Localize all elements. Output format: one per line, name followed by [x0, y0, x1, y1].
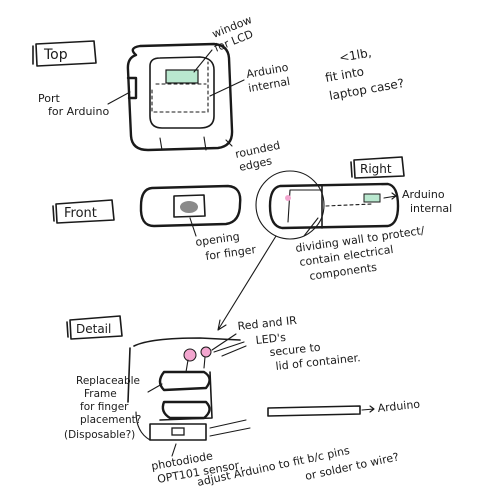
frame-label-5: (Disposable?)	[64, 429, 135, 441]
finger-opening-inner	[180, 201, 198, 213]
led-label-1: Red and IR	[237, 314, 298, 333]
front-title-box	[52, 199, 115, 224]
size-note-2: fit into	[324, 64, 365, 85]
front-body	[139, 184, 242, 228]
frame-label-3: for finger	[80, 401, 129, 413]
top-title: Top	[43, 47, 68, 63]
edges-leader	[225, 139, 233, 147]
port-label-2: for Arduino	[48, 105, 109, 118]
right-compartment	[287, 189, 323, 223]
right-title-box	[350, 156, 405, 179]
top-case-outline	[126, 42, 234, 152]
port-opening	[126, 76, 138, 100]
opening-label-1: opening	[195, 230, 241, 249]
led-leader	[211, 333, 237, 351]
port-label-1: Port	[38, 92, 60, 105]
detail-arduino-label: Arduino	[377, 398, 421, 415]
detail-lid	[127, 337, 241, 403]
right-arduino-arrow	[383, 192, 397, 200]
led-label-3: secure to	[269, 341, 321, 359]
led-wires	[185, 356, 206, 373]
photodiode-box	[149, 423, 207, 441]
frame-label-1: Replaceable	[76, 375, 140, 387]
detail-title-box	[66, 315, 123, 340]
top-view: Top window for LCD Arduino internal Port…	[32, 13, 291, 174]
led-label-2: LED's	[255, 331, 287, 347]
front-title: Front	[64, 206, 97, 221]
top-bottom-ticks	[159, 136, 207, 151]
red-led	[183, 348, 197, 362]
finger-frame-side	[159, 371, 213, 421]
detail-circle	[255, 170, 325, 240]
lcd-window-leader	[193, 49, 213, 73]
right-arduino-label-2: internal	[410, 202, 452, 215]
photodiode-chip	[171, 427, 185, 436]
size-note-1: <1lb,	[338, 46, 372, 65]
port-leader	[107, 91, 131, 105]
right-led-dot	[285, 195, 291, 201]
ir-led	[200, 346, 212, 358]
right-title: Right	[360, 162, 392, 176]
frame-label-2: Frame	[84, 388, 117, 400]
right-board-dashed	[325, 203, 373, 207]
finger-frame-upper	[158, 370, 211, 392]
top-arduino-leader	[209, 79, 245, 97]
right-arduino-board	[363, 193, 381, 203]
finger-opening	[173, 194, 206, 218]
front-view: Front opening for finger	[52, 184, 257, 263]
frame-label-4: placement?	[80, 414, 141, 426]
detail-arduino-board	[267, 405, 361, 417]
top-arduino-dashed	[151, 61, 209, 113]
front-opening-leader	[189, 217, 197, 237]
top-title-box	[32, 40, 97, 67]
frame-leader	[147, 383, 163, 393]
finger-frame-lower	[161, 400, 211, 420]
detail-title: Detail	[76, 322, 111, 336]
detail-arduino-arrow	[361, 405, 375, 413]
detail-view: Detail Red and IR LED's secure to lid of…	[64, 314, 421, 489]
right-arduino-label-1: Arduino	[402, 188, 445, 201]
right-body	[268, 182, 400, 230]
lcd-window	[165, 69, 199, 84]
detail-lid-edge	[213, 341, 247, 357]
wall-leader	[303, 217, 319, 237]
photodiode-leader	[171, 443, 177, 457]
size-note: <1lb, fit into laptop case?	[324, 46, 405, 103]
detail-pointer-arrow	[217, 235, 277, 331]
top-inner-panel	[149, 56, 215, 129]
detail-base-lines	[135, 411, 251, 441]
